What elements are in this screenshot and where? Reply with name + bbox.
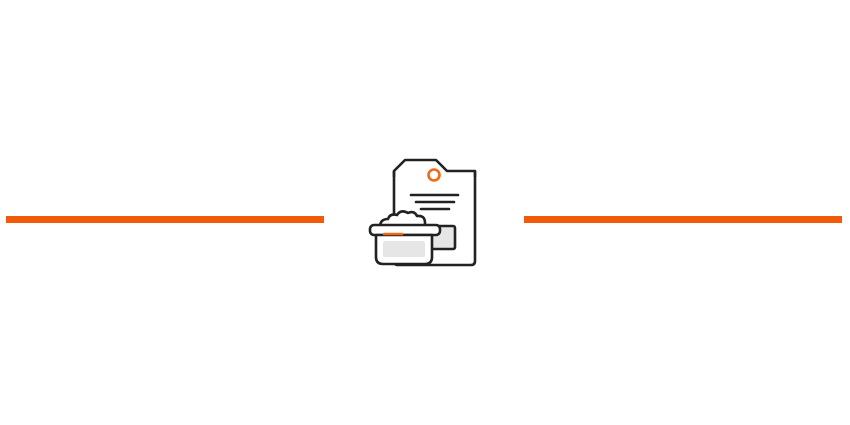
divider-line-left: [6, 216, 324, 223]
divider-line-right: [524, 216, 842, 223]
tag-edges: [392, 171, 477, 177]
basket-fill: [383, 241, 425, 257]
basket-rim: [368, 223, 442, 237]
suds-icon: [378, 210, 427, 229]
laundry-tag-basket-icon: [366, 157, 478, 269]
tag-hole-icon: [427, 168, 441, 182]
